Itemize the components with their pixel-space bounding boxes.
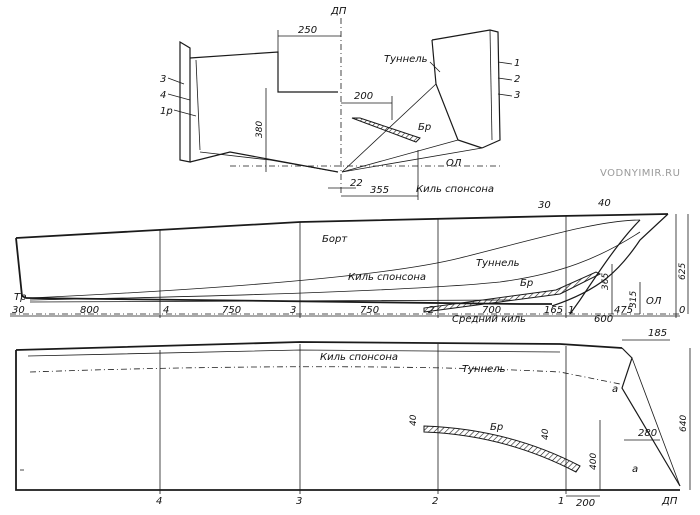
section-sponson-keel-label: Киль спонсона xyxy=(416,184,494,195)
dim-750b: 750 xyxy=(360,305,379,316)
side-sponson-keel-label: Киль спонсона xyxy=(348,272,426,283)
right-label-2: 2 xyxy=(514,74,520,85)
left-label-1r: 1р xyxy=(160,106,173,117)
leader-3 xyxy=(167,77,185,85)
right-label-3: 3 xyxy=(514,90,520,101)
dim-200-top: 200 xyxy=(354,91,373,102)
plan-outer-line xyxy=(15,341,623,351)
middle-keel-curve xyxy=(29,299,511,303)
plan-station-label-1: 1 xyxy=(558,496,564,507)
stem-outer xyxy=(551,213,669,307)
dim-30-left: 30 xyxy=(12,305,25,316)
right-label-1: 1 xyxy=(514,58,520,69)
dim-475: 475 xyxy=(614,305,633,316)
dim-625: 625 xyxy=(678,263,688,280)
dim-600: 600 xyxy=(594,314,613,325)
keel-bottom-line xyxy=(25,297,552,305)
sponson-keel-curve xyxy=(29,219,641,299)
plan-br-label: Бр xyxy=(490,422,503,433)
side-br-label: Бр xyxy=(520,278,533,289)
dim-640: 640 xyxy=(679,415,689,432)
plan-stringer xyxy=(423,425,581,473)
leader-r3 xyxy=(497,93,513,97)
plan-a-top-label: а xyxy=(612,384,618,395)
sheer-line xyxy=(15,213,669,239)
side-station-label-1: 1 xyxy=(568,305,574,316)
dim-40b: 40 xyxy=(541,428,551,440)
right-keel-line xyxy=(341,147,483,173)
leader-4 xyxy=(167,93,191,101)
leader-1r xyxy=(173,109,197,117)
tunnel-leader xyxy=(429,61,441,73)
side-station-label-4: 4 xyxy=(163,305,169,316)
left-transom-panel xyxy=(179,40,191,163)
plan-inner-line xyxy=(27,349,561,357)
dp-label: ДП xyxy=(330,6,347,17)
side-middle-keel-label: Средний киль xyxy=(452,314,526,325)
leader-r2 xyxy=(497,77,513,81)
side-station-label-0: 0 xyxy=(679,305,685,316)
plan-station-label-3: 3 xyxy=(296,496,302,507)
side-tunnel-label: Туннель xyxy=(476,258,520,269)
plan-station-label-4: 4 xyxy=(156,496,162,507)
plan-tunnel-label: Туннель xyxy=(462,364,506,375)
side-view: 30 800 750 750 700 165 600 475 4 3 2 1 0… xyxy=(10,198,689,325)
plan-a-bottom-label: а xyxy=(632,464,638,475)
right-frame-line xyxy=(489,29,493,141)
plan-centerline-base xyxy=(15,350,680,491)
dim-40-top: 40 xyxy=(598,198,611,209)
right-outer-hull xyxy=(431,29,501,149)
leader-r1 xyxy=(497,61,513,65)
side-station-label-2: 2 xyxy=(428,305,434,316)
left-bottom-line xyxy=(189,151,339,173)
transom-line xyxy=(15,237,27,299)
dim-400: 400 xyxy=(589,453,599,470)
left-frame-line xyxy=(195,59,201,151)
plan-station-label-2: 2 xyxy=(432,496,438,507)
section-view: ДП 250 200 380 22 355 xyxy=(160,6,520,200)
dim-355: 355 xyxy=(370,185,389,196)
stem-inner xyxy=(569,219,641,315)
dim-380: 380 xyxy=(255,121,265,138)
section-stringer xyxy=(351,117,421,143)
left-chine-line xyxy=(199,151,339,173)
plan-tunnel-line xyxy=(29,366,621,385)
dim-22: 22 xyxy=(350,178,363,189)
dim-800: 800 xyxy=(80,305,99,316)
plan-dp-label: ДП xyxy=(661,496,678,507)
left-deck-line xyxy=(189,51,338,93)
dim-365: 365 xyxy=(601,273,611,290)
side-tr-label: Тр xyxy=(14,292,26,303)
plan-sponson-keel-label: Киль спонсона xyxy=(320,352,398,363)
plan-bow-outline xyxy=(621,347,681,487)
right-bottom-line xyxy=(341,139,459,173)
dim-750a: 750 xyxy=(222,305,241,316)
side-ol-label: ОЛ xyxy=(646,296,662,307)
watermark: VODNYIMIR.RU xyxy=(600,168,680,179)
section-tunnel-label: Туннель xyxy=(384,54,428,65)
dim-250: 250 xyxy=(298,25,317,36)
side-station-label-3: 3 xyxy=(290,305,296,316)
side-bort-label: Борт xyxy=(322,234,348,245)
dim-165: 165 xyxy=(544,305,563,316)
section-br-label: Бр xyxy=(418,122,431,133)
plan-bow-inner xyxy=(631,357,681,487)
left-label-3: 3 xyxy=(160,74,166,85)
dim-40a: 40 xyxy=(409,414,419,426)
dim-315: 315 xyxy=(629,291,639,308)
plan-view: 4 3 2 1 185 280 640 400 40 40 200 Киль с… xyxy=(15,328,691,509)
dim-700: 700 xyxy=(482,305,501,316)
dim-185: 185 xyxy=(648,328,667,339)
side-stringer xyxy=(423,271,602,313)
dim-200-plan: 200 xyxy=(576,498,595,509)
right-tunnel-wall xyxy=(431,39,483,149)
tunnel-curve xyxy=(29,231,641,301)
section-ol-label: ОЛ xyxy=(446,158,462,169)
left-label-4: 4 xyxy=(160,90,166,101)
dim-280: 280 xyxy=(638,428,657,439)
dim-30-top: 30 xyxy=(538,200,551,211)
